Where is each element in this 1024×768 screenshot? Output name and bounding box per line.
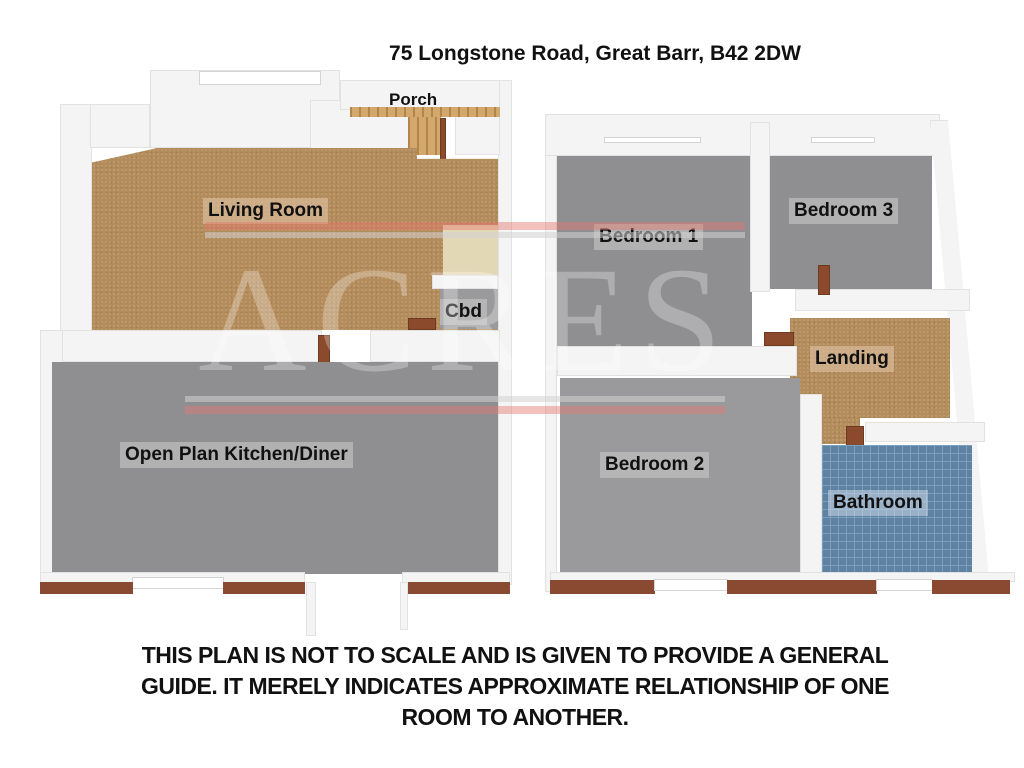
- brick-base: [550, 580, 655, 594]
- internal-wall: [750, 122, 770, 292]
- bedroom-2-window: [655, 580, 727, 590]
- watermark-bar: [185, 396, 725, 402]
- porch-wall: [340, 80, 500, 110]
- bedroom-1-window: [605, 138, 700, 142]
- internal-wall: [62, 330, 322, 362]
- room-label-bathroom: Bathroom: [828, 490, 928, 516]
- disclaimer-line-1: THIS PLAN IS NOT TO SCALE AND IS GIVEN T…: [141, 642, 889, 668]
- internal-wall: [795, 289, 970, 311]
- room-label-living-room: Living Room: [203, 198, 329, 224]
- internal-wall: [370, 330, 500, 362]
- room-label-porch: Porch: [389, 90, 438, 109]
- disclaimer-text: THIS PLAN IS NOT TO SCALE AND IS GIVEN T…: [60, 640, 970, 733]
- bedroom-1-door[interactable]: [764, 332, 794, 346]
- watermark-bar: [185, 406, 725, 414]
- cupboard-door[interactable]: [408, 318, 436, 330]
- bay-window: [200, 72, 320, 84]
- brick-base: [727, 580, 877, 594]
- brick-base: [402, 582, 510, 594]
- internal-wall: [800, 394, 822, 576]
- brick-base: [932, 580, 1010, 594]
- bottom-wall: [550, 572, 1015, 582]
- room-label-bedroom-2: Bedroom 2: [600, 452, 710, 478]
- watermark-bar: [205, 222, 745, 230]
- wall: [545, 114, 557, 592]
- internal-wall: [865, 422, 985, 442]
- patio-door-right[interactable]: [400, 582, 408, 630]
- wall: [545, 114, 940, 156]
- internal-wall: [557, 346, 797, 376]
- room-label-cupboard: Cbd: [440, 299, 487, 325]
- patio-door-left[interactable]: [306, 582, 316, 636]
- room-label-landing: Landing: [810, 346, 894, 372]
- property-address-title: 75 Longstone Road, Great Barr, B42 2DW: [389, 42, 801, 65]
- disclaimer-line-2: GUIDE. IT MERELY INDICATES APPROXIMATE R…: [141, 673, 889, 699]
- bedroom-1-floor: [557, 156, 752, 346]
- wall: [498, 80, 512, 585]
- room-label-kitchen-diner: Open Plan Kitchen/Diner: [120, 442, 353, 468]
- brick-base: [40, 582, 133, 594]
- bedroom-3-door[interactable]: [818, 265, 830, 295]
- living-room-floor: [92, 148, 498, 330]
- bedroom-3-window: [812, 138, 874, 142]
- room-label-bedroom-3: Bedroom 3: [789, 198, 899, 224]
- porch-wall: [455, 115, 500, 155]
- kitchen-window: [133, 578, 223, 588]
- bathroom-window: [877, 580, 932, 590]
- watermark-bar: [205, 232, 745, 238]
- bay-window-wall: [90, 104, 150, 148]
- brick-base: [223, 582, 305, 594]
- cupboard-wall: [432, 275, 498, 289]
- porch-floor: [350, 107, 500, 117]
- first-floor-plan: Bedroom 1 Bedroom 3 Landing Bedroom 2 Ba…: [545, 114, 1015, 594]
- disclaimer-line-3: ROOM TO ANOTHER.: [401, 704, 629, 730]
- bottom-wall: [402, 572, 510, 584]
